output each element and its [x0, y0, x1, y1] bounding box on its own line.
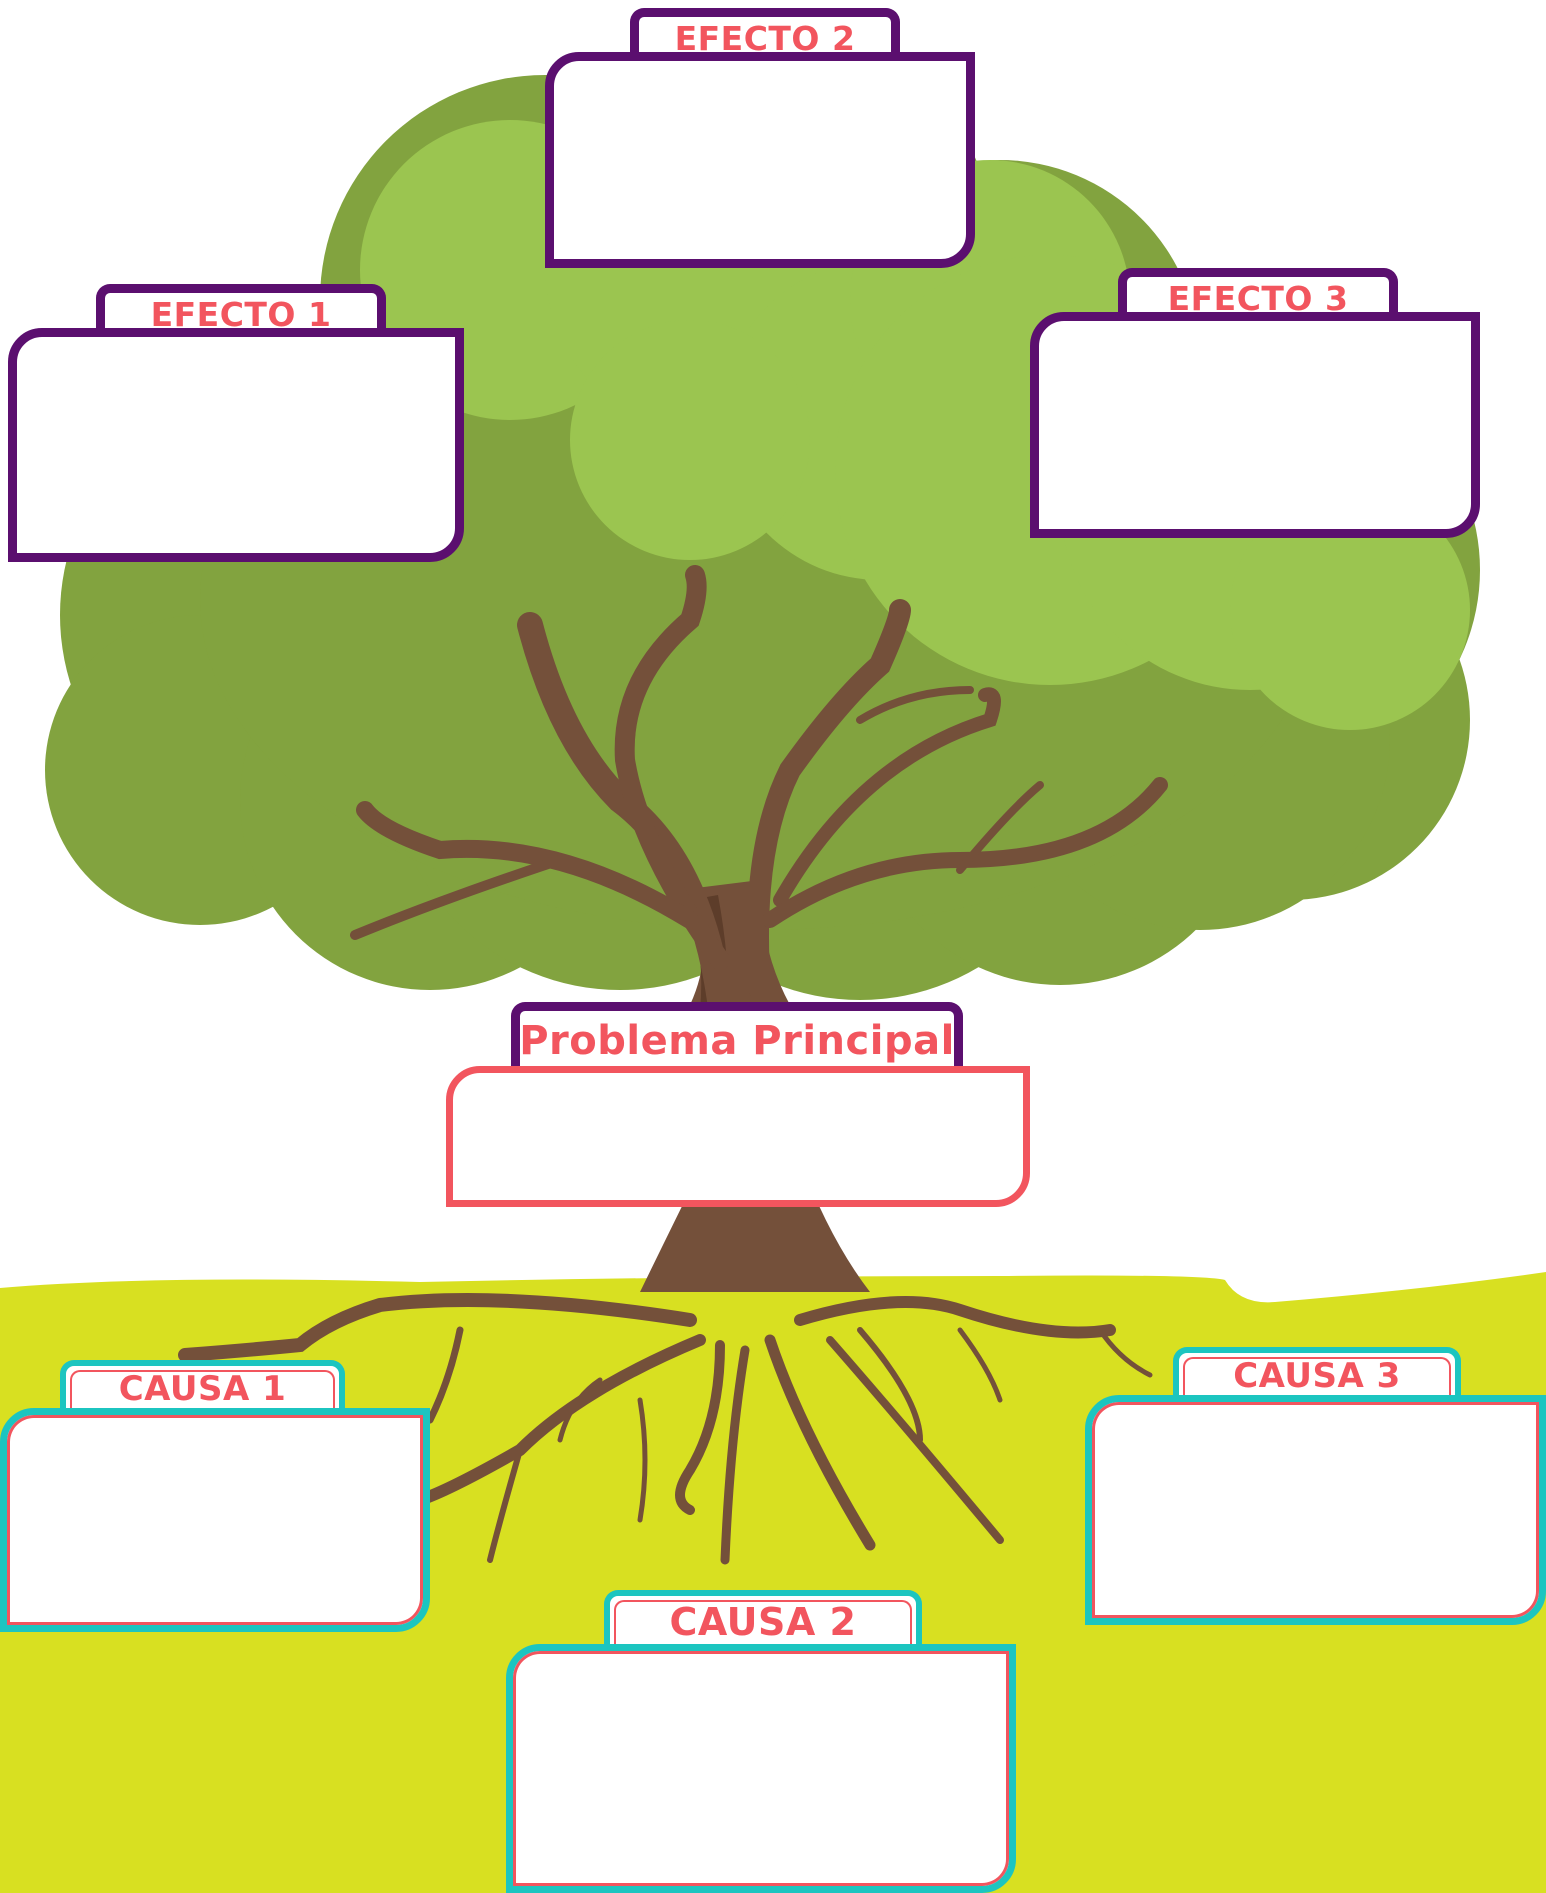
effect-1-input[interactable]: [8, 328, 464, 562]
cause-3-card: CAUSA 3: [1085, 1347, 1546, 1625]
effect-3-input[interactable]: [1030, 312, 1480, 538]
effect-3-card: EFECTO 3: [1030, 268, 1480, 538]
effect-2-label: EFECTO 2: [630, 8, 900, 60]
cause-1-label: CAUSA 1: [60, 1360, 345, 1413]
cause-2-label: CAUSA 2: [604, 1590, 922, 1649]
effect-2-card: EFECTO 2: [545, 8, 975, 268]
cause-2-card: CAUSA 2: [506, 1590, 1016, 1893]
tree-roots: [178, 1293, 1153, 1565]
effect-1-card: EFECTO 1: [8, 284, 464, 562]
problem-label: Problema Principal: [511, 1002, 963, 1070]
cause-3-label: CAUSA 3: [1173, 1347, 1461, 1400]
problem-input[interactable]: [446, 1066, 1030, 1207]
effect-3-label: EFECTO 3: [1118, 268, 1398, 320]
cause-1-input[interactable]: [0, 1408, 430, 1632]
cause-1-card: CAUSA 1: [0, 1360, 430, 1632]
tree-branches: [350, 565, 1168, 1013]
cause-2-input[interactable]: [506, 1644, 1016, 1893]
effect-1-label: EFECTO 1: [96, 284, 386, 336]
cause-3-input[interactable]: [1085, 1395, 1546, 1625]
problem-card: Problema Principal: [446, 1002, 1030, 1207]
effect-2-input[interactable]: [545, 52, 975, 268]
